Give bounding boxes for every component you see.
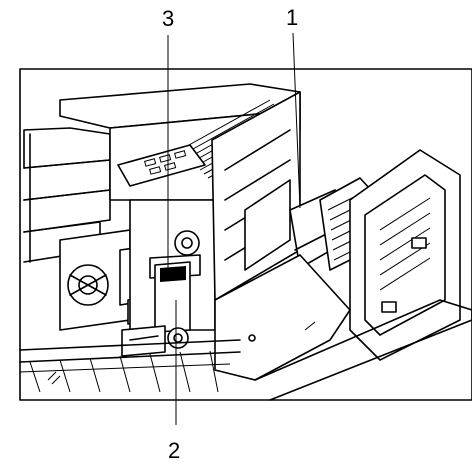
callout-2: 2 [168,438,181,463]
lower-door [214,254,472,401]
open-side-door [349,149,461,361]
roller-upper [174,230,200,256]
leader-line-1 [292,32,301,209]
control-panel [117,144,206,187]
paper-tray [19,339,241,393]
side-panel [211,91,301,301]
frame-border [19,68,472,401]
callout-3: 3 [162,6,175,31]
roller-lower [167,327,189,349]
drum-area [121,199,216,357]
callout-1: 1 [286,5,299,30]
